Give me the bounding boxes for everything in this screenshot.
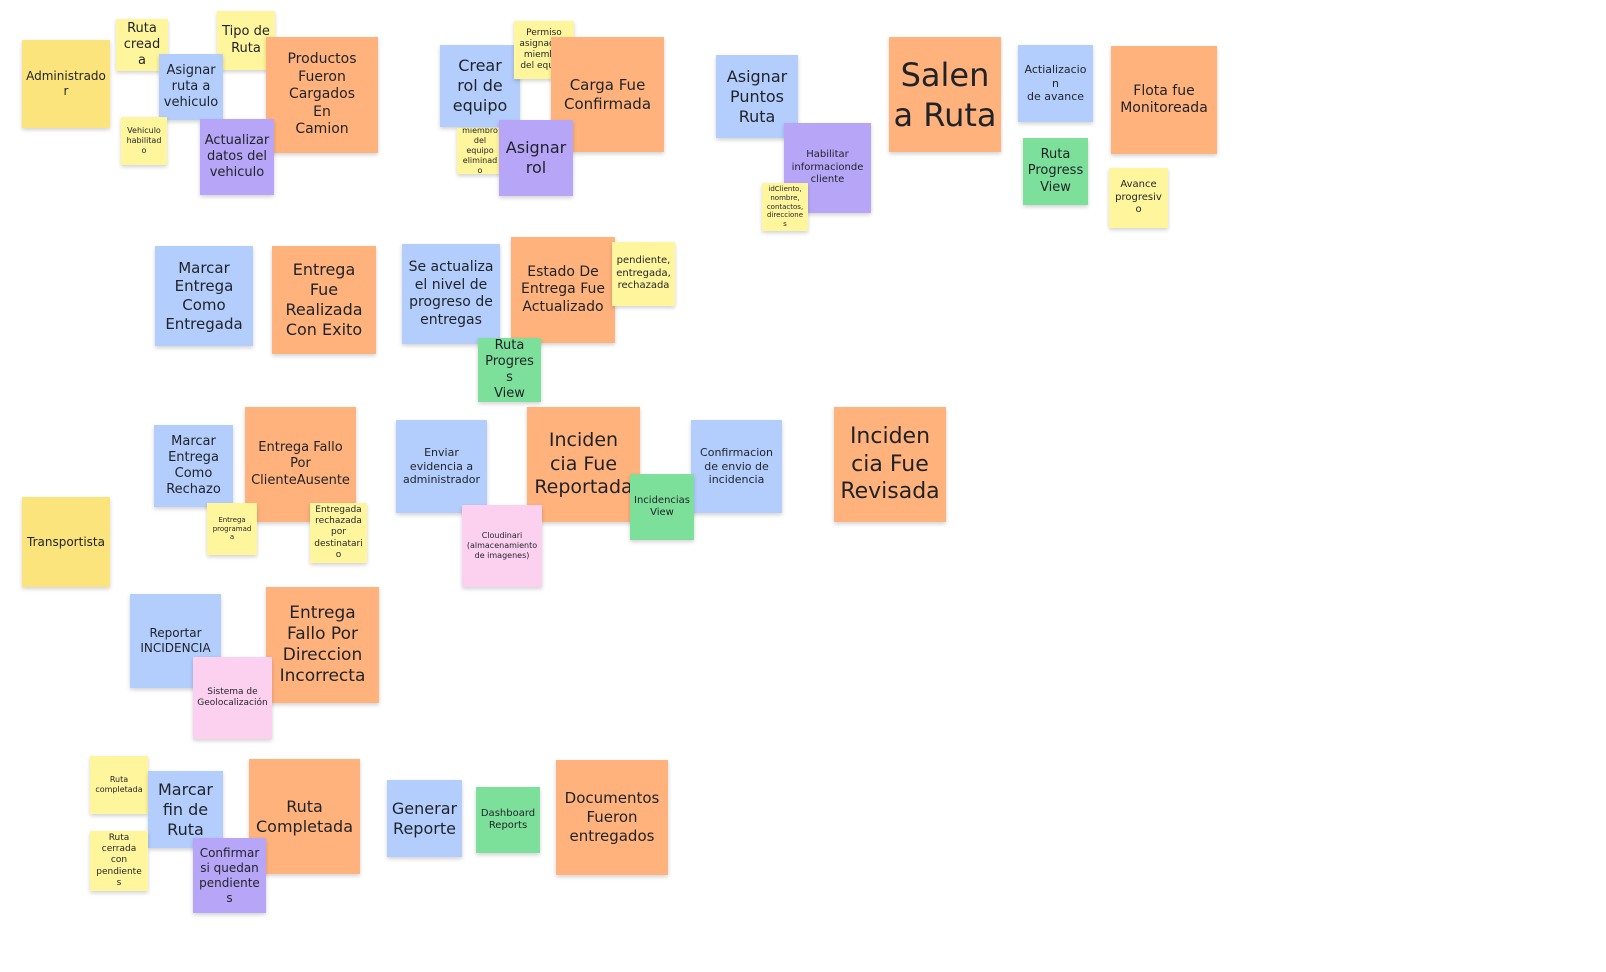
- sticky-note-enviar-evidencia[interactable]: Enviar evidencia a administrador: [396, 420, 487, 513]
- sticky-note-marcar-entrega-entregada[interactable]: Marcar Entrega Como Entregada: [155, 246, 253, 346]
- sticky-note-documentos-entregados[interactable]: Documentos Fueron entregados: [556, 760, 668, 875]
- sticky-note-ruta-creada[interactable]: Ruta creada: [116, 19, 168, 71]
- sticky-note-marcar-fin-de-ruta[interactable]: Marcar fin de Ruta: [148, 771, 223, 848]
- sticky-note-se-actualiza-nivel-progreso[interactable]: Se actualiza el nivel de progreso de ent…: [402, 244, 500, 344]
- sticky-note-confirmar-pendientes[interactable]: Confirmar si quedan pendientes: [193, 838, 266, 913]
- sticky-note-ruta-progress-view-2[interactable]: Ruta Progress View: [478, 338, 541, 402]
- sticky-note-flota-fue-monitoreada[interactable]: Flota fue Monitoreada: [1111, 46, 1217, 154]
- sticky-note-sistema-geolocalizacion[interactable]: Sistema de Geolocalización: [193, 657, 272, 739]
- sticky-note-ruta-completada[interactable]: Ruta Completada: [249, 759, 360, 874]
- sticky-note-administrador[interactable]: Administrador: [22, 40, 110, 128]
- sticky-note-ruta-progress-view-1[interactable]: Ruta Progress View: [1023, 138, 1088, 205]
- sticky-note-ruta-cerrada-con-pendientes[interactable]: Ruta cerrada con pendientes: [90, 831, 148, 891]
- sticky-note-fallo-direccion-incorrecta[interactable]: Entrega Fallo Por Direccion Incorrecta: [266, 587, 379, 703]
- sticky-note-ruta-completada-nota[interactable]: Ruta completada: [90, 756, 148, 814]
- sticky-note-avance-progresivo[interactable]: Avance progresivo: [1109, 168, 1168, 228]
- sticky-note-dashboard-reports[interactable]: Dashboard Reports: [476, 787, 540, 853]
- sticky-note-estado-entrega-actualizado[interactable]: Estado De Entrega Fue Actualizado: [511, 237, 615, 343]
- sticky-note-vehiculo-habilitado[interactable]: Vehiculo habilitado: [121, 117, 167, 165]
- sticky-note-incidencia-reportada[interactable]: Inciden cia Fue Reportada: [527, 407, 640, 522]
- sticky-note-entrega-realizada-con-exito[interactable]: Entrega Fue Realizada Con Exito: [272, 246, 376, 354]
- sticky-note-idcliente[interactable]: idCliento, nombre, contactos, direccione…: [762, 183, 808, 231]
- sticky-note-cloudinari[interactable]: Cloudinari (almacenamiento de imagenes): [462, 505, 542, 587]
- sticky-note-asignar-ruta-a-vehiculo[interactable]: Asignar ruta a vehiculo: [159, 54, 223, 120]
- sticky-note-miembro-eliminado[interactable]: miembro del equipo eliminado: [457, 128, 503, 174]
- sticky-note-entrega-fallo-cliente-ausente[interactable]: Entrega Fallo Por ClienteAusente: [245, 407, 356, 522]
- sticky-note-tipo-de-ruta[interactable]: Tipo de Ruta: [217, 11, 275, 70]
- sticky-note-actualizar-datos-vehiculo[interactable]: Actualizar datos del vehiculo: [200, 119, 274, 195]
- sticky-note-crear-rol-de-equipo[interactable]: Crear rol de equipo: [440, 45, 520, 127]
- sticky-note-productos-fueron-cargados[interactable]: Productos Fueron Cargados En Camion: [266, 37, 378, 153]
- sticky-note-pendiente-entregada-rechazada[interactable]: pendiente, entregada, rechazada: [612, 242, 675, 306]
- sticky-note-salen-a-ruta[interactable]: Salen a Ruta: [889, 37, 1001, 152]
- sticky-note-marcar-entrega-rechazo[interactable]: Marcar Entrega Como Rechazo: [154, 425, 233, 507]
- sticky-note-incidencias-view[interactable]: Incidencias View: [630, 474, 694, 540]
- sticky-note-asignar-rol[interactable]: Asignar rol: [499, 120, 573, 196]
- sticky-note-generar-reporte[interactable]: Generar Reporte: [387, 780, 462, 857]
- sticky-note-confirmacion-envio-incidencia[interactable]: Confirmacion de envio de incidencia: [691, 420, 782, 513]
- sticky-note-entrega-programada[interactable]: Entrega programada: [207, 503, 257, 555]
- sticky-note-actualizacion-de-avance[interactable]: Actializacion de avance: [1018, 45, 1093, 122]
- sticky-note-incidencia-revisada[interactable]: Inciden cia Fue Revisada: [834, 407, 946, 522]
- sticky-note-entregada-rechazada-destinatario[interactable]: Entregada rechazada por destinatario: [310, 503, 367, 563]
- sticky-note-transportista[interactable]: Transportista: [22, 497, 110, 587]
